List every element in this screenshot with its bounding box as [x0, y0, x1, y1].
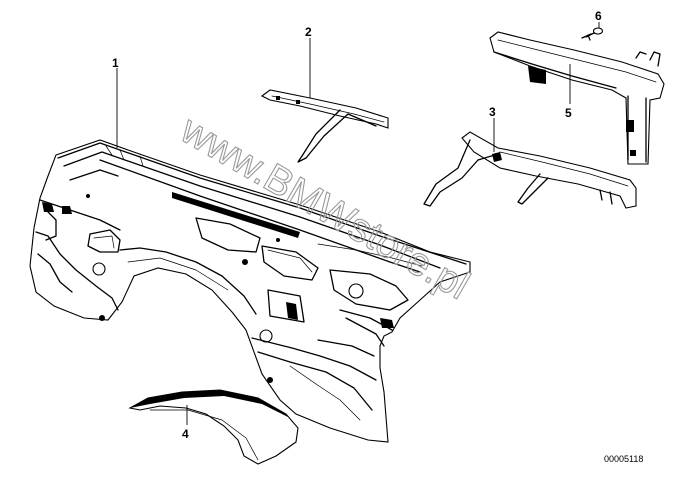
part-5-rail — [489, 31, 665, 165]
callout-2: 2 — [305, 25, 312, 39]
part-2-bracket — [260, 89, 389, 163]
callout-6: 6 — [595, 9, 602, 23]
callout-3: 3 — [489, 105, 496, 119]
callout-1: 1 — [112, 56, 119, 70]
part-4-panel — [128, 389, 299, 465]
drawing-code: 00005118 — [604, 454, 643, 464]
part-6-screw — [581, 27, 604, 41]
part-3-bracket — [423, 131, 637, 209]
part-1-bulkhead — [29, 139, 471, 443]
callout-5: 5 — [565, 106, 572, 120]
callout-4: 4 — [182, 427, 189, 441]
